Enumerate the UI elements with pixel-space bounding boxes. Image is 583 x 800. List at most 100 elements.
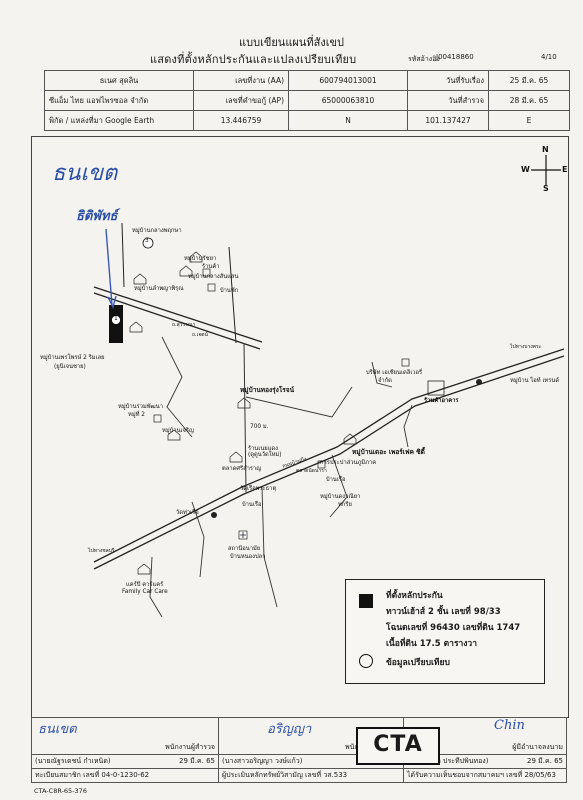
road [93, 286, 263, 343]
label-shophouse: ร้านค้าอาคาร [424, 398, 459, 404]
signature-approver: Chin [494, 718, 525, 733]
latitude-unit: N [288, 110, 408, 131]
compare-marker [401, 358, 410, 367]
coordinate-source: พิกัด / แหล่งที่มา Google Earth [44, 110, 194, 131]
road [191, 501, 205, 578]
signature-row: ธนเขต พนักงานผู้สำรวจ อริญญา พนักงานตรวจ… [31, 717, 567, 755]
label-pattana-2: หมู่ที่ 2 [128, 412, 145, 418]
label-market: ตลาดศรีสำราญ [222, 466, 262, 472]
road [261, 486, 278, 608]
document-code: CTA-C8R-65-376 [34, 787, 87, 795]
label-village-pattana: หมู่บ้านร่วมพัฒนา [118, 404, 164, 410]
approver-name: (นายอนุชิต ประทีปพินทอง) [407, 757, 489, 765]
label-clinic: สถานีอนามัย [228, 546, 261, 552]
received-date-value: 25 มี.ค. 65 [488, 70, 570, 91]
house-icon [137, 563, 151, 575]
house-icon [237, 397, 251, 409]
job-no-label: เลขที่งาน (AA) [193, 70, 289, 91]
label-company: บริษัท เอเชียนเดลิเวอรี่ [366, 370, 423, 376]
document-title: แบบเขียนแผนที่สังเขป [239, 36, 344, 49]
label-village-lamphai: หมู่บ้านลำพญาพิรุณ [134, 286, 184, 292]
label-village-mid: การประปาส่วนภูมิภาค [320, 460, 377, 466]
longitude-value: 101.137427 [407, 110, 489, 131]
label-village-central: หมู่บ้านกลางสันแสน [188, 274, 239, 280]
label-company-2: จำกัด [378, 378, 392, 384]
compare-marker [317, 460, 326, 469]
appraisal-company: ซีแอ็ม ไทย แอฟไพรซอล จำกัด [44, 90, 194, 111]
surveyor-company: ธเนศ สุดลิน [44, 70, 194, 91]
signature-table: ธนเขต พนักงานผู้สำรวจ อริญญา พนักงานตรวจ… [31, 717, 567, 783]
house-icons [129, 251, 357, 575]
label-village-mid-3: หมู่บ้านดงวณิยา [320, 494, 361, 500]
cta-logo: CTA [356, 727, 440, 765]
label-temple2: วัดเรือพระธาตุ [240, 486, 277, 492]
legend-collateral-line-3: เนื้อที่ดิน 17.5 ตารางวา [386, 639, 477, 649]
landmark-dot [211, 512, 217, 518]
label-village-west: หมู่บ้านเจริญ [162, 428, 194, 434]
label-road-eo: ถ.เจตน์ [192, 332, 208, 338]
approval-no: ได้รับความเห็นชอบจากสมาคมฯ เลขที่ 28/05/… [403, 768, 567, 783]
document-subtitle: แสดงที่ตั้งหลักประกันและแปลงเปรียบเทียบ [150, 53, 357, 66]
valuer-no: ผู้ประเมินหลักทรัพย์วิสามัญ เลขที่ วส.53… [218, 768, 404, 783]
compare-marker [427, 380, 445, 396]
label-road-right: ไปทางบางพระ [510, 344, 542, 350]
label-distance: 700 ม. [250, 424, 269, 430]
header-info-table: ธเนศ สุดลิน เลขที่งาน (AA) 600794013001 … [44, 70, 570, 131]
label-village-right: หมู่บ้าน ไอท์ เทรนด์ [510, 378, 560, 384]
marker-number-3: 3 [145, 238, 149, 244]
label-road-sp: ถ.สุวรรณา [172, 322, 196, 328]
marker-circle [111, 315, 121, 325]
surveyor-cell: ธนเขต พนักงานผู้สำรวจ [31, 717, 219, 755]
house-icon [129, 321, 143, 333]
compass-e: E [562, 165, 568, 174]
label-village-thong: หมู่บ้านทองรุ่งโรจน์ [240, 386, 295, 394]
road [93, 355, 565, 570]
road [149, 556, 163, 618]
landmark-dot [476, 379, 482, 385]
clinic-cross [240, 532, 246, 538]
survey-date-value: 28 มี.ค. 65 [488, 90, 570, 111]
road [243, 342, 247, 493]
label-temple-bottom: วัดท่าเรือ [176, 510, 199, 516]
label-village-mid-2: บ้านเรือ [326, 477, 346, 483]
road [93, 292, 261, 350]
reviewer-name: (นางสาวอริญญา วงษ์แก้ว) [222, 757, 303, 765]
ref-label: รหัสอ้างอิง [408, 55, 440, 63]
received-date-label: วันที่รับเรื่อง [407, 70, 489, 91]
compass-w: W [521, 165, 530, 174]
map-drawing [93, 155, 565, 618]
road [121, 222, 125, 288]
latitude-value: 13.446759 [193, 110, 289, 131]
location-arrow-head [107, 295, 117, 309]
member-no: ทะเบียนสมาชิก เลขที่ 04-0-1230-62 [31, 768, 219, 783]
ref-number: J00418860 [436, 53, 474, 61]
compare-marker [207, 283, 216, 292]
compass-rose [531, 155, 561, 185]
marker-circle [142, 237, 154, 249]
road [371, 361, 393, 388]
license-row: ทะเบียนสมาชิก เลขที่ 04-0-1230-62 ผู้ประ… [31, 768, 567, 783]
survey-date-label: วันที่สำรวจ [407, 90, 489, 111]
label-subject: หมู่บ้านเพรโพรษ์ 2 ริมเลย [40, 355, 105, 361]
name-row: (นายณัฐรเดชน์ กำเหนิด) 29 มี.ค. 65 (นางส… [31, 754, 567, 769]
header-row: ธเนศ สุดลิน เลขที่งาน (AA) 600794013001 … [44, 70, 570, 91]
label-clinic-2: บ้านหนองปลา [230, 554, 266, 560]
label-mid-4: ทกรีย [338, 502, 352, 508]
house-icon [229, 451, 243, 463]
surveyor-date: 29 มี.ค. 65 [178, 757, 215, 765]
house-icon [167, 429, 181, 441]
compare-marker [153, 414, 162, 423]
signature-reviewer: อริญญา [267, 722, 312, 737]
label-village-klang: หมู่บ้านกลางพฤกษา [132, 228, 182, 234]
location-arrow [105, 228, 113, 306]
surveyor-name-cell: (นายณัฐรเดชน์ กำเหนิด) 29 มี.ค. 65 [31, 754, 219, 769]
label-shop: ร้านค้า [202, 264, 220, 270]
label-office: ร้านเนยแดง [248, 446, 279, 452]
signature-surveyor: ธนเขต [38, 722, 77, 737]
house-icon [133, 273, 147, 285]
page-number: 4/10 [541, 53, 557, 61]
road [245, 386, 353, 418]
legend-compare-swatch [359, 654, 373, 668]
header-row: ซีแอ็ม ไทย แอฟไพรซอล จำกัด เลขที่คำขอกู้… [44, 90, 570, 111]
loan-no-label: เลขที่คำขอกู้ (AP) [193, 90, 289, 111]
